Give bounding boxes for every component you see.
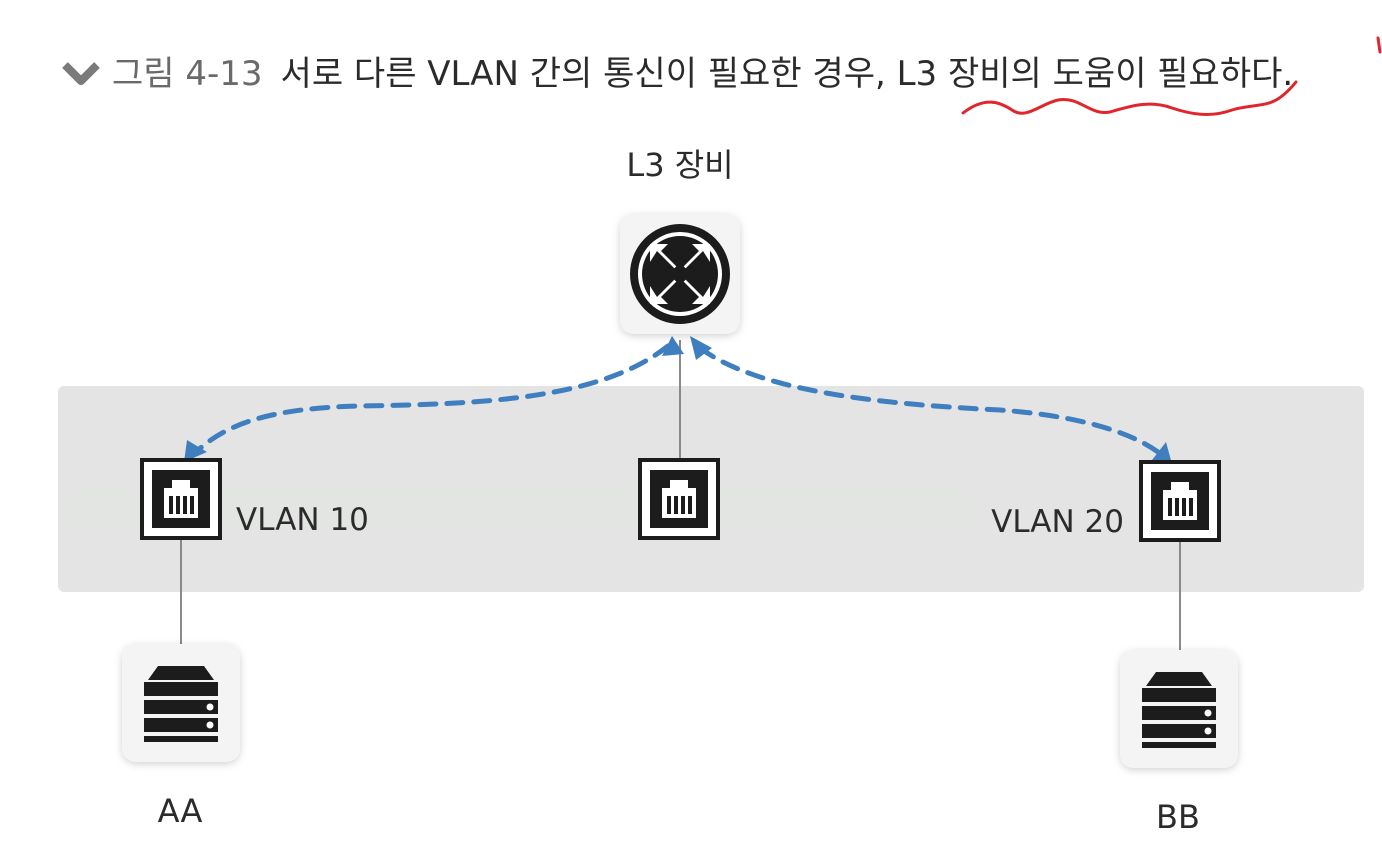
router-icon — [620, 214, 740, 334]
switch-port-icon — [1139, 460, 1221, 542]
arrowhead-right-down — [1152, 442, 1172, 464]
arrow-router-to-vlan20 — [697, 345, 1161, 455]
arrowhead-left-up — [184, 440, 207, 462]
figure-number: 그림 4-13 — [112, 54, 263, 94]
arrowhead-router-right — [690, 336, 712, 360]
server-aa-label: AA — [158, 792, 203, 830]
server-icon — [1120, 650, 1238, 768]
arrowhead-router-left — [662, 336, 684, 356]
switch-port-icon — [638, 458, 720, 540]
switch-port-icon — [140, 458, 222, 540]
vlan-20-label: VLAN 20 — [991, 504, 1124, 540]
server-bb-label: BB — [1156, 798, 1200, 836]
router-label: L3 장비 — [626, 146, 733, 184]
arrow-router-to-vlan10 — [193, 343, 671, 455]
chevron-down-icon — [62, 62, 100, 85]
server-icon — [122, 644, 240, 762]
vlan-10-label: VLAN 10 — [236, 502, 369, 538]
